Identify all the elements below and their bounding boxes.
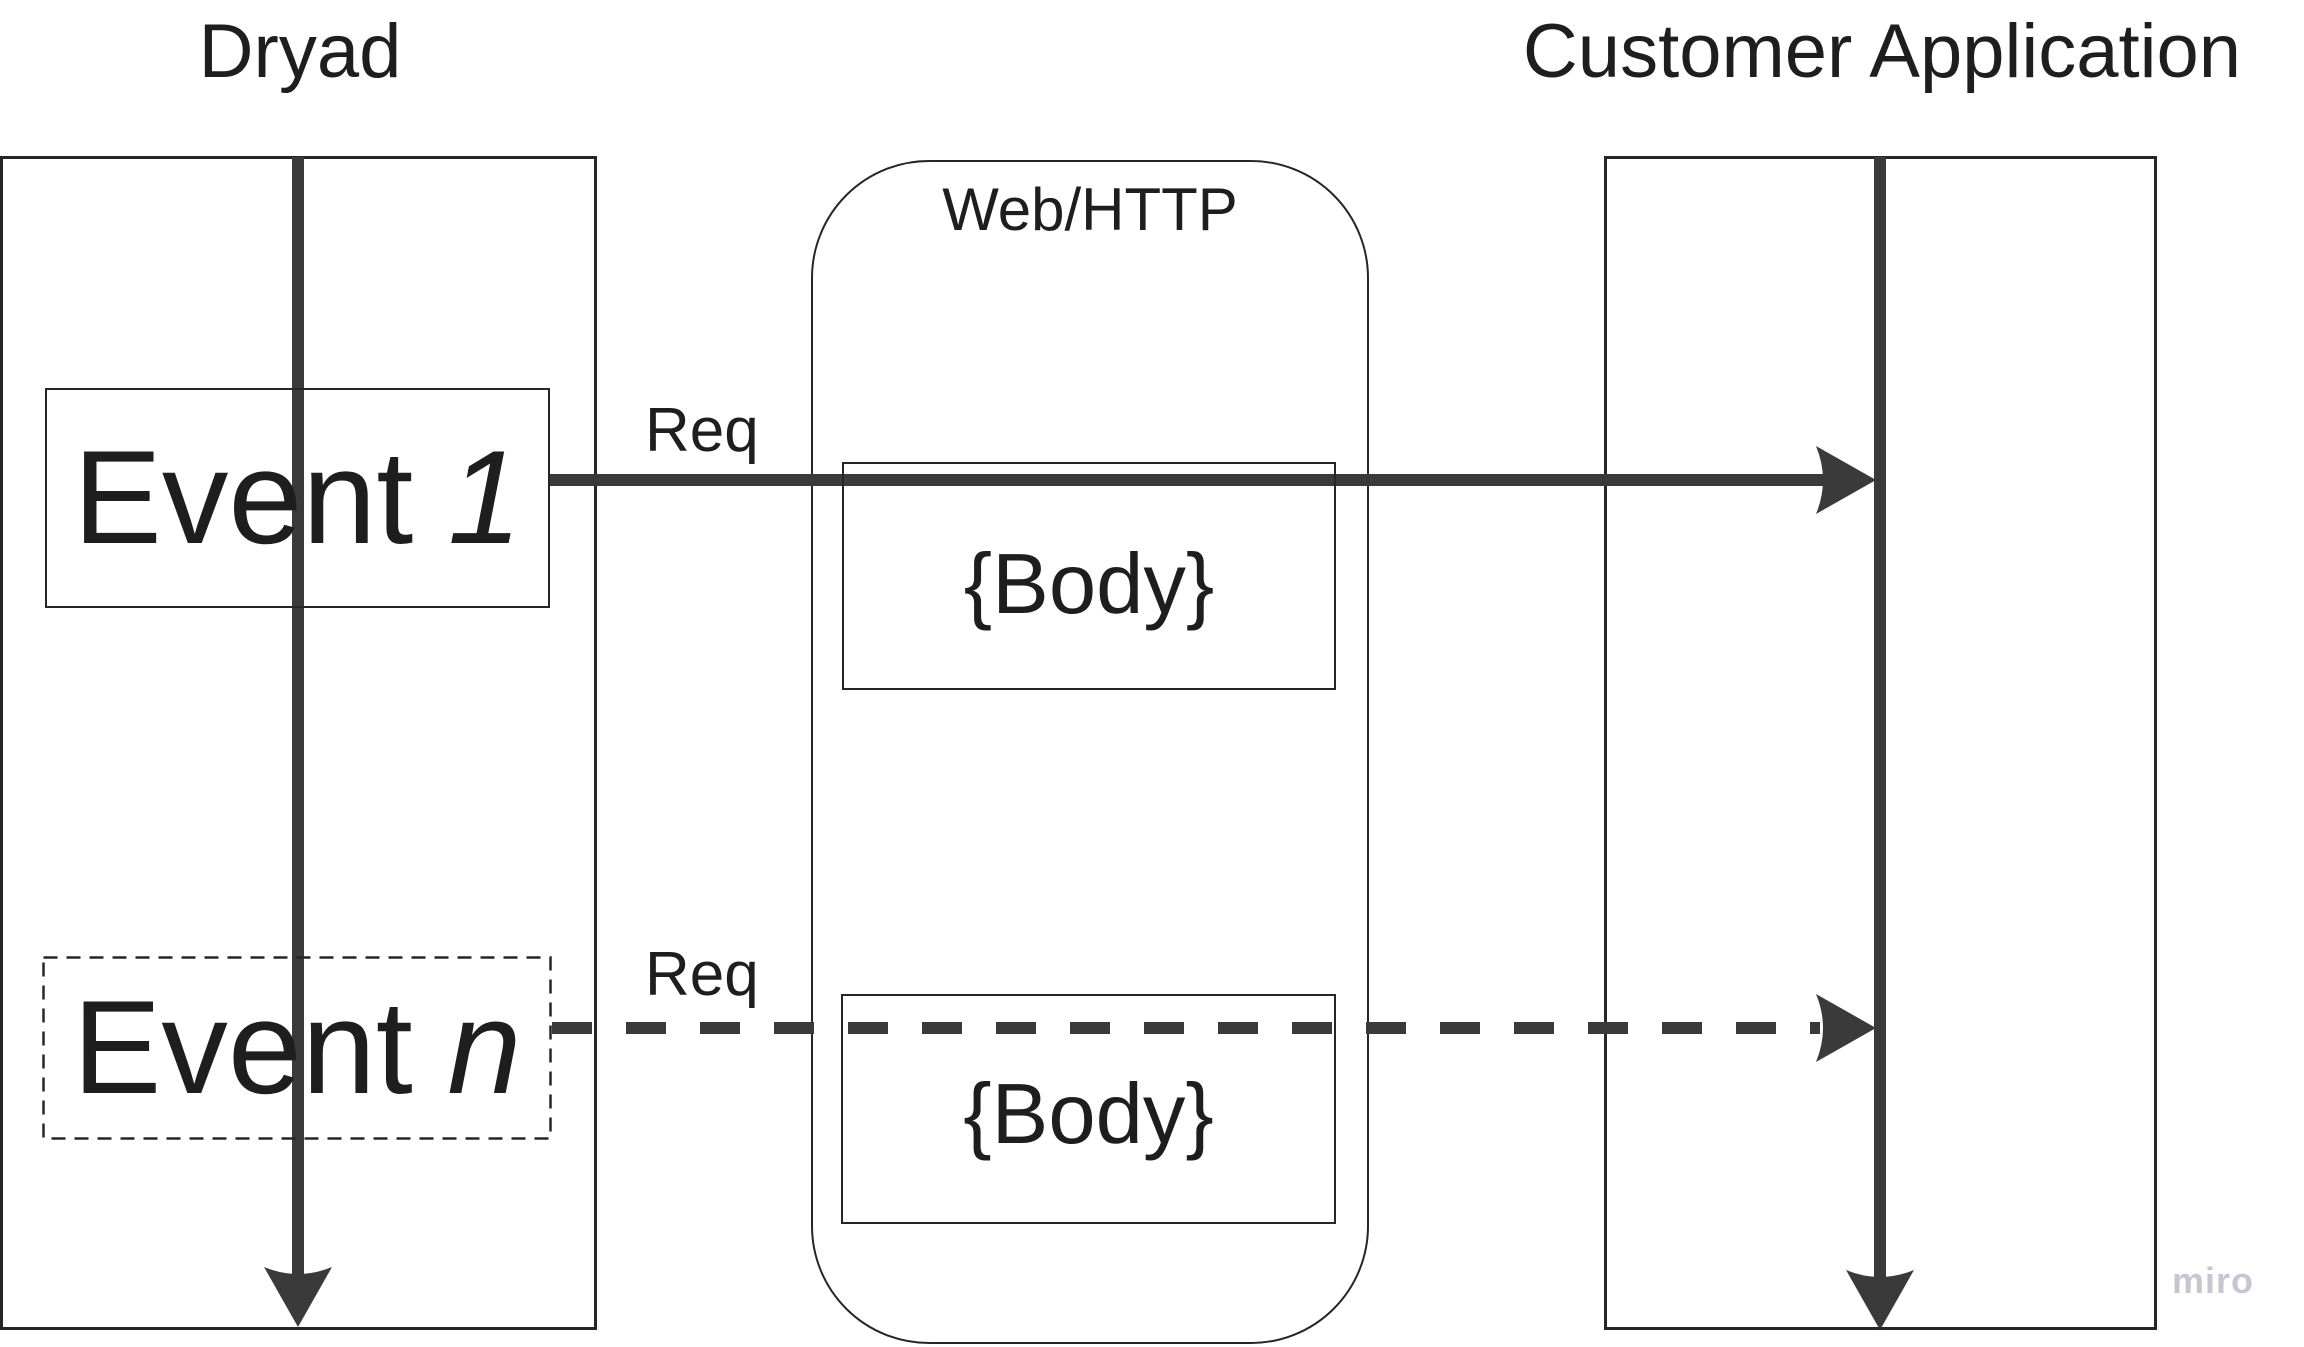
- event-1-name: Event: [73, 423, 414, 572]
- body-box-1: {Body}: [842, 462, 1336, 690]
- event-1-suffix: 1: [447, 423, 522, 572]
- dryad-lane-rect: [0, 156, 597, 1330]
- web-http-label: Web/HTTP: [942, 176, 1238, 243]
- title-customer-application: Customer Application: [1522, 9, 2242, 94]
- req-label-solid: Req: [645, 396, 759, 465]
- event-n-name: Event: [72, 973, 413, 1122]
- body-box-2: {Body}: [841, 994, 1336, 1224]
- title-dryad: Dryad: [198, 9, 402, 94]
- event-n-suffix: n: [447, 973, 522, 1122]
- miro-watermark: miro: [2172, 1260, 2255, 1301]
- body-box-2-label: {Body}: [963, 1066, 1214, 1162]
- body-box-1-label: {Body}: [963, 536, 1215, 632]
- customer-lane-rect: [1604, 156, 2157, 1330]
- req-label-dashed: Req: [645, 940, 759, 1009]
- web-http-container: [811, 160, 1369, 1344]
